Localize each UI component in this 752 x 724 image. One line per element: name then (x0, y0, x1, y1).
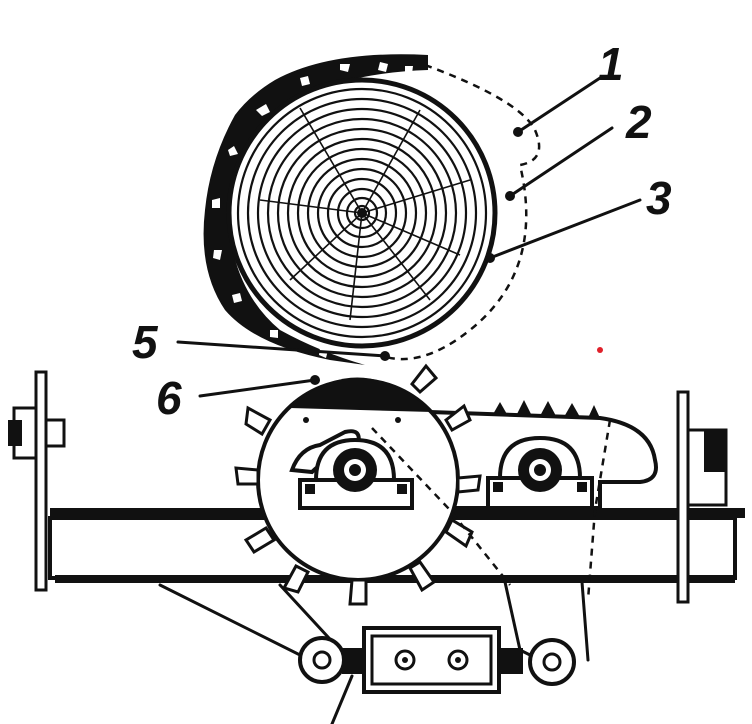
left-bolt (8, 420, 22, 446)
leader-3 (488, 198, 642, 260)
callout-5: 5 (132, 316, 159, 368)
callout-6: 6 (156, 372, 182, 424)
motion-line-vertical (586, 419, 612, 601)
growth-rings (236, 87, 488, 339)
leader-dots (310, 127, 523, 385)
leader-6 (198, 378, 317, 398)
hydraulic-cylinder (298, 626, 576, 724)
red-marker-dot (597, 347, 603, 353)
radial-cracks (259, 107, 471, 321)
log (203, 54, 541, 366)
left-clamp (44, 418, 66, 448)
leader-1 (516, 76, 602, 134)
conveyor-teeth (492, 400, 600, 418)
callout-3: 3 (646, 172, 672, 224)
cutter-cap (290, 377, 432, 412)
leader-5 (176, 340, 387, 358)
callout-2: 2 (625, 96, 652, 148)
left-end-plate (34, 370, 48, 592)
cylinder-barrel (362, 626, 501, 694)
cutter-teeth (234, 363, 482, 606)
right-motor-cap (704, 430, 726, 472)
leader-2 (508, 126, 614, 198)
cylinder-leader (330, 674, 354, 724)
leader-lines (176, 76, 642, 398)
right-strut-outer (580, 580, 590, 662)
callout-1: 1 (598, 38, 624, 90)
beam-bottom-flange (55, 575, 735, 583)
cutter-head (234, 363, 482, 606)
